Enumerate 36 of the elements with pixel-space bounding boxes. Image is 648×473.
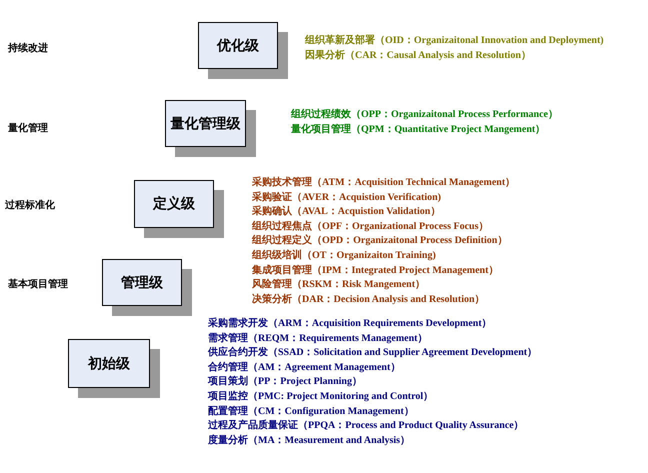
process-area-text: 合约管理（AM：Agreement Management） [208, 360, 400, 375]
process-area-text: 采购验证（AVER：Acquistion Verification) [252, 190, 441, 205]
process-area-text: 采购技术管理（ATM：Acquisition Technical Management） [252, 176, 516, 190]
category-label: 基本项目管理 [8, 278, 68, 291]
process-area-text: 组织级培训（OT：Organizaiton Training) [252, 249, 436, 263]
level-name: 定义级 [153, 195, 195, 213]
process-area-text: 集成项目管理（IPM：Integrated Project Management） [252, 264, 498, 278]
category-label: 过程标准化 [5, 198, 55, 212]
process-area-text: 配置管理（CM：Configuration Management） [208, 404, 414, 419]
level-box [134, 180, 214, 228]
level-name: 量化管理级 [170, 114, 240, 132]
level-box [165, 100, 246, 147]
category-label: 量化管理 [8, 122, 48, 135]
level-name: 管理级 [121, 274, 163, 292]
process-area-text: 组织革新及部署（OID：Organizaitonal Innovation and Deployment) [305, 34, 604, 48]
level-name: 初始级 [88, 354, 130, 372]
process-area-text: 需求管理（REQM：Requirements Management） [208, 332, 428, 346]
process-area-text: 项目策划（PP：Project Planning） [208, 375, 362, 390]
process-area-text: 组织过程定义（OPD：Organizaitonal Process Definition） [252, 234, 508, 248]
process-area-text: 量化项目管理（QPM：Quantitative Project Mangement） [291, 122, 546, 137]
process-area-text: 采购需求开发（ARM：Acquisition Requirements Development） [208, 317, 492, 331]
level-name: 优化级 [217, 36, 259, 54]
process-area-text: 风险管理（RSKM：Risk Mangement） [252, 278, 426, 292]
process-area-text: 决策分析（DAR：Decision Analysis and Resolution） [252, 292, 485, 307]
level-box [68, 339, 150, 388]
process-area-text: 因果分析（CAR：Causal Analysis and Resolution） [305, 48, 531, 63]
process-area-text: 过程及产品质量保证（PPQA：Process and Product Quality Assurance） [208, 419, 524, 434]
category-label: 持续改进 [8, 42, 48, 55]
level-box [102, 259, 182, 306]
process-area-text: 项目监控（PMC: Project Monitoring and Control） [208, 390, 434, 404]
process-area-text: 组织过程绩效（OPP：Organizaitonal Process Performance） [291, 108, 558, 122]
process-area-text: 组织过程焦点（OPF：Organizational Process Focus） [252, 220, 488, 234]
process-area-text: 度量分析（MA：Measurement and Analysis） [208, 434, 410, 448]
process-area-text: 采购确认（AVAL：Acquistion Validation） [252, 205, 440, 220]
level-box [198, 22, 278, 69]
process-area-text: 供应合约开发（SSAD：Solicitation and Supplier Agreement Development） [208, 346, 538, 360]
